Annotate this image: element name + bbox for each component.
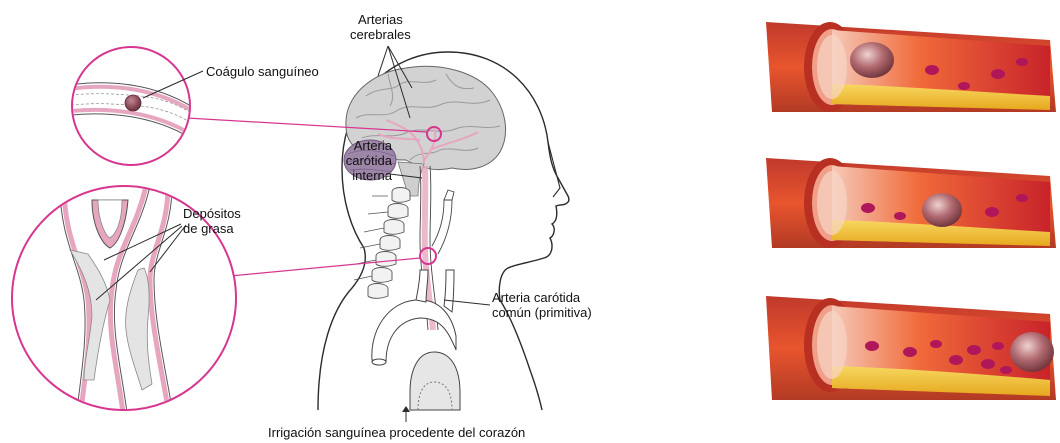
artery-panels [760,0,1060,443]
artery-panel-1 [766,22,1056,112]
label-common-carotid: Arteria carótida común (primitiva) [492,290,592,320]
heart [410,352,460,410]
plaque [850,42,894,78]
blood-cell [925,65,939,75]
blood-cell [865,341,879,351]
blood-cell [1016,58,1028,66]
blood-cell [958,82,970,90]
blood-cell [1000,366,1012,374]
spine [368,188,410,299]
blood-cell [861,203,875,213]
blood-cell [894,212,906,220]
blood-cell [992,342,1004,350]
plaque [1010,332,1054,372]
label-cerebral-arteries: Arterias cerebrales [350,12,411,42]
blood-cell [1016,194,1028,202]
blood-cell [991,69,1005,79]
plaque [922,193,962,227]
blood-cell [930,340,942,348]
blood-cell [903,347,917,357]
clot-magnifier [62,47,200,165]
artery-panel-2 [766,158,1056,248]
artery-panel-3 [766,296,1056,400]
blood-cell [981,359,995,369]
aortic-arch [372,300,456,362]
label-blood-supply: Irrigación sanguínea procedente del cora… [268,425,525,440]
blood-cell [985,207,999,217]
label-fat-deposits: Depósitos de grasa [183,206,241,236]
blood-clot [125,95,141,111]
label-blood-clot: Coágulo sanguíneo [206,64,319,79]
blood-cell [967,345,981,355]
blood-cell [949,355,963,365]
label-internal-carotid: Arteria carótida interna [342,138,392,183]
